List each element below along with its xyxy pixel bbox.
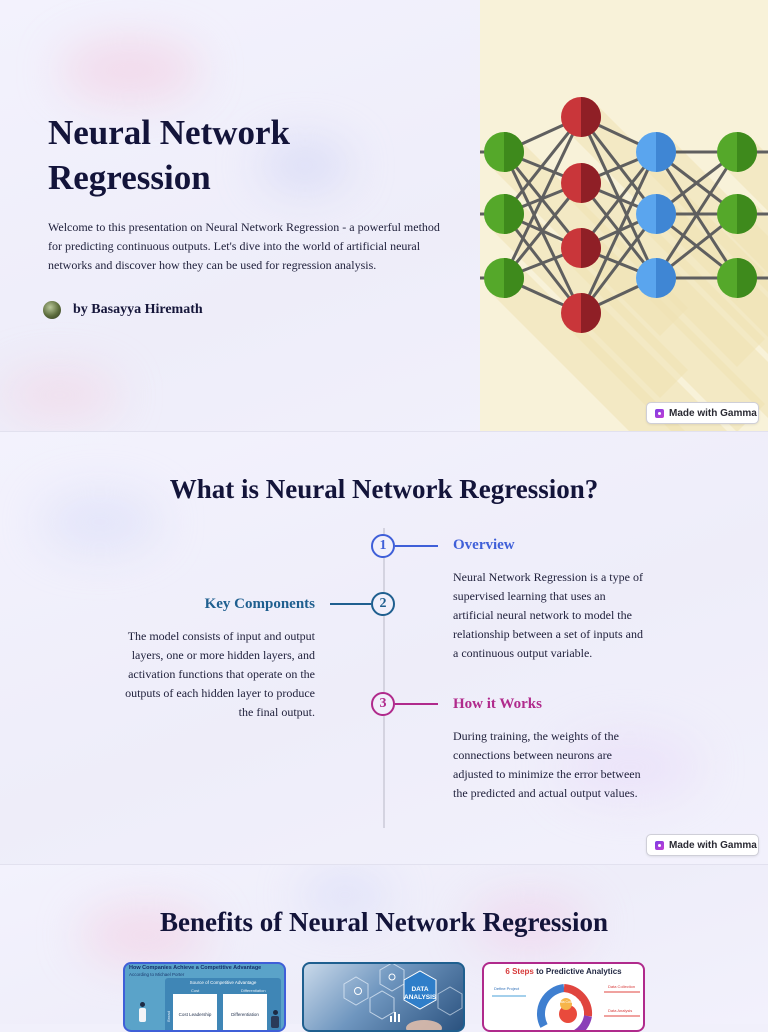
network-node xyxy=(484,132,524,172)
key-components-text: The model consists of input and output l… xyxy=(125,629,315,719)
network-edge xyxy=(502,116,583,279)
title-line-2: Regression xyxy=(48,158,211,197)
timeline-connector-2 xyxy=(330,603,371,605)
made-with-gamma-button[interactable]: Made with Gamma xyxy=(646,402,759,424)
card3-title-rest: to Predictive Analytics xyxy=(533,967,622,976)
card1-heading: How Companies Achieve a Competitive Adva… xyxy=(129,965,262,971)
made-with-gamma-button[interactable]: Made with Gamma xyxy=(646,834,759,856)
data-analysis-line-2: ANALYSIS xyxy=(404,994,437,1001)
network-edge xyxy=(579,213,658,314)
intro-paragraph: Welcome to this presentation on Neural N… xyxy=(48,220,440,272)
network-node xyxy=(561,293,601,333)
network-node xyxy=(561,228,601,268)
card3-title: 6 Steps to Predictive Analytics xyxy=(484,967,643,976)
badge-label: Made with Gamma xyxy=(669,839,757,851)
background-blob xyxy=(260,140,350,190)
benefit-card-competitive-advantage[interactable]: How Companies Achieve a Competitive Adva… xyxy=(123,962,286,1032)
timeline-marker-2: 2 xyxy=(371,592,395,616)
timeline-connector-3 xyxy=(395,703,438,705)
card1-box-title: Source of Competitive Advantage xyxy=(189,980,257,985)
gamma-logo-icon xyxy=(655,840,664,850)
background-blob xyxy=(560,732,700,802)
node-shadow xyxy=(567,234,765,431)
card1-side-label: Broad xyxy=(165,1011,171,1022)
card3-left-label: Define Project xyxy=(494,986,520,991)
neural-network-graphic xyxy=(480,97,768,431)
section-title: What is Neural Network Regression? xyxy=(169,474,599,504)
network-node xyxy=(484,194,524,234)
author-avatar xyxy=(43,301,61,319)
card3-right-top-label: Data Collection xyxy=(608,984,636,989)
person-figure-icon xyxy=(139,1002,147,1024)
badge-label: Made with Gamma xyxy=(669,407,757,419)
gamma-logo-icon xyxy=(655,408,664,418)
card3-right-bottom-label: Data Analysis xyxy=(608,1008,633,1013)
person-figure-icon xyxy=(271,1010,281,1028)
network-node xyxy=(636,258,676,298)
network-node xyxy=(636,194,676,234)
network-node xyxy=(717,258,757,298)
background-blob xyxy=(0,370,120,420)
author-name: by Basayya Hiremath xyxy=(73,302,203,317)
slide-what-is: What is Neural Network Regression? 1 Ove… xyxy=(0,432,768,865)
network-edge xyxy=(579,151,658,314)
neural-network-illustration xyxy=(480,0,768,431)
network-node xyxy=(484,258,524,298)
background-blob xyxy=(300,875,390,915)
presentation-title: Neural Network Regression xyxy=(48,110,448,200)
data-analysis-label: DATA ANALYSIS xyxy=(404,986,436,1002)
card1-cell1-label: Cost Leadership xyxy=(178,1012,212,1017)
network-node xyxy=(717,132,757,172)
card3-title-number: 6 Steps xyxy=(505,967,534,976)
card1-col2: Differentiation xyxy=(241,988,266,993)
card1-cell-1: Cost Leadership xyxy=(173,994,217,1030)
how-it-works-text: During training, the weights of the conn… xyxy=(453,729,641,800)
how-it-works-heading: How it Works xyxy=(453,696,542,712)
card1-cell2-label: Differentiation xyxy=(231,1012,259,1017)
network-node xyxy=(561,97,601,137)
benefit-card-predictive-analytics[interactable]: 6 Steps to Predictive Analytics Define P… xyxy=(482,962,645,1032)
network-edge xyxy=(502,182,583,279)
node-shadow xyxy=(642,264,768,418)
timeline-marker-3: 3 xyxy=(371,692,395,716)
hexagon-network-graphic xyxy=(343,964,463,1030)
card1-subheading: According to Michael Porter xyxy=(129,972,185,977)
node-shadow xyxy=(567,299,727,431)
background-blob xyxy=(80,905,210,965)
timeline-marker-1: 1 xyxy=(371,534,395,558)
overview-text: Neural Network Regression is a type of s… xyxy=(453,570,643,660)
slide-title: Neural Network Regression Welcome to thi… xyxy=(0,0,768,432)
network-edge xyxy=(579,116,658,215)
network-edge xyxy=(579,151,658,249)
data-analysis-line-1: DATA xyxy=(411,986,429,993)
author-row: by Basayya Hiremath xyxy=(43,301,448,319)
card3-center-label: Data Collection xyxy=(557,1000,581,1004)
background-blob xyxy=(40,492,160,552)
key-components-heading: Key Components xyxy=(204,596,315,612)
timeline-connector-1 xyxy=(395,545,438,547)
network-node xyxy=(561,163,601,203)
card1-cell-2: Differentiation xyxy=(223,994,267,1030)
background-blob xyxy=(60,40,200,100)
title-line-1: Neural Network xyxy=(48,113,291,152)
overview-heading: Overview xyxy=(453,537,515,553)
background-blob xyxy=(470,895,590,955)
network-node xyxy=(717,194,757,234)
card1-col1: Cost xyxy=(191,988,200,993)
predictive-cycle-graphic xyxy=(492,984,640,1030)
timeline-line xyxy=(383,528,385,828)
network-node xyxy=(636,132,676,172)
network-edge xyxy=(654,151,739,279)
network-edge xyxy=(502,116,583,215)
benefit-card-data-analysis[interactable]: DATA ANALYSIS xyxy=(302,962,465,1032)
section-title: Benefits of Neural Network Regression xyxy=(160,907,608,937)
title-content: Neural Network Regression Welcome to thi… xyxy=(43,110,448,319)
